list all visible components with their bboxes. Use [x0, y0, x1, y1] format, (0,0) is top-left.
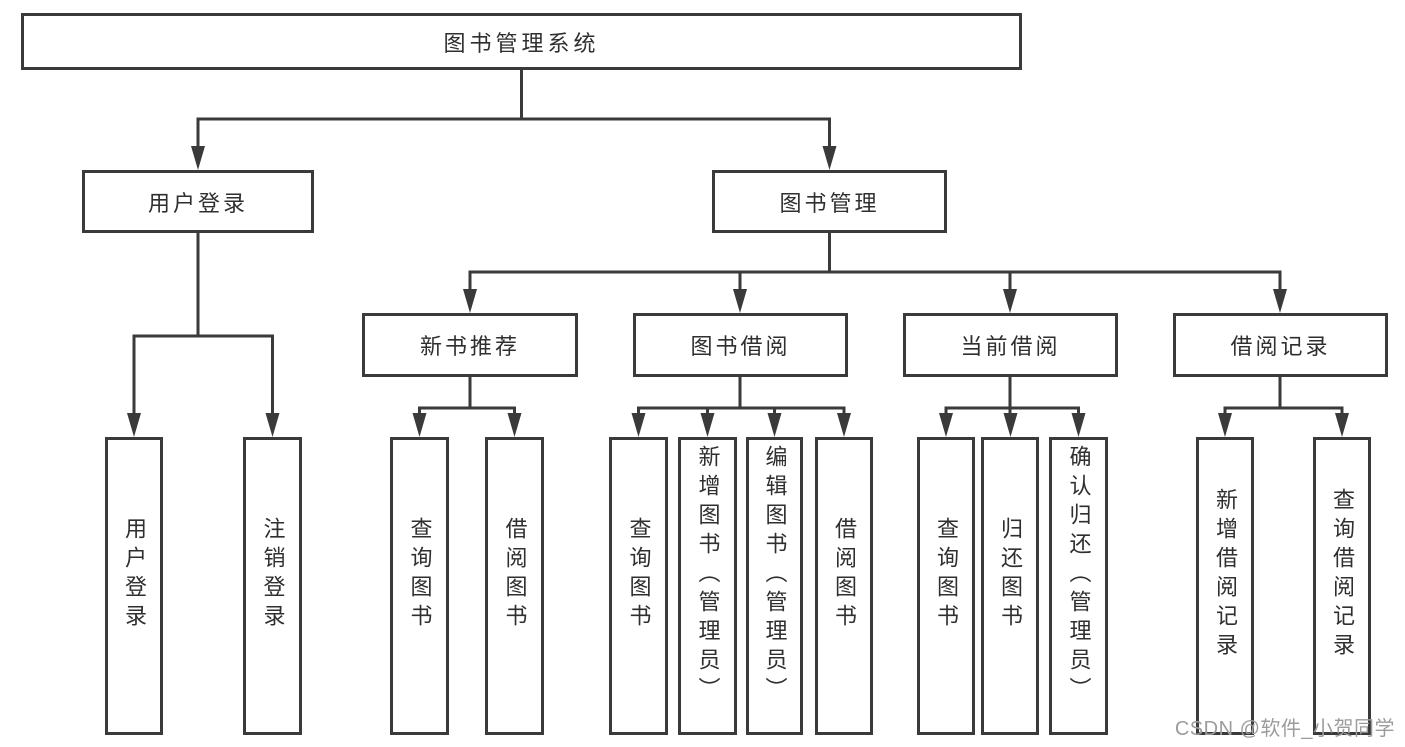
arrowheads	[127, 146, 1349, 437]
leaf-borrowing-add-label: 新增图书（管理员）	[695, 444, 721, 706]
node-book-borrowing: 图书借阅	[633, 313, 848, 377]
leaf-records-add-label: 新增借阅记录	[1213, 488, 1238, 662]
node-book-management-label: 图书管理	[779, 190, 880, 216]
node-borrowing-records: 借阅记录	[1173, 313, 1388, 377]
leaf-borrowing-query: 查询图书	[609, 437, 668, 735]
node-new-books-label: 新书推荐	[419, 334, 520, 359]
leaf-borrowing-edit-label: 编辑图书（管理员）	[762, 444, 788, 706]
node-root-label: 图书管理系统	[443, 30, 600, 56]
leaf-current-return-label: 归还图书	[998, 517, 1023, 633]
node-borrowing-records-label: 借阅记录	[1230, 334, 1331, 359]
leaf-borrowing-edit: 编辑图书（管理员）	[746, 437, 803, 735]
node-root: 图书管理系统	[21, 13, 1022, 70]
leaf-login-label: 用户登录	[122, 517, 147, 633]
leaf-logout-label: 注销登录	[260, 517, 286, 633]
node-current-borrowing: 当前借阅	[903, 313, 1118, 377]
leaf-current-return: 归还图书	[981, 437, 1039, 735]
leaf-current-query: 查询图书	[917, 437, 975, 735]
node-new-books: 新书推荐	[362, 313, 578, 377]
leaf-borrowing-borrow-label: 借阅图书	[832, 517, 857, 633]
leaf-current-confirm-label: 确认归还（管理员）	[1066, 444, 1092, 706]
node-user-login: 用户登录	[82, 170, 314, 233]
leaf-newbooks-borrow: 借阅图书	[485, 437, 544, 735]
leaf-borrowing-borrow: 借阅图书	[815, 437, 873, 735]
leaf-records-query: 查询借阅记录	[1313, 437, 1371, 735]
leaf-logout: 注销登录	[243, 437, 302, 735]
node-user-login-label: 用户登录	[147, 190, 248, 216]
leaf-records-query-label: 查询借阅记录	[1330, 488, 1355, 662]
leaf-current-confirm: 确认归还（管理员）	[1049, 437, 1108, 735]
leaf-records-add: 新增借阅记录	[1196, 437, 1254, 735]
node-current-borrowing-label: 当前借阅	[960, 334, 1061, 359]
watermark: CSDN @软件_小贺同学	[1174, 718, 1395, 740]
leaf-current-query-label: 查询图书	[934, 517, 959, 633]
leaf-newbooks-query: 查询图书	[390, 437, 449, 735]
leaf-login: 用户登录	[105, 437, 163, 735]
leaf-borrowing-add: 新增图书（管理员）	[678, 437, 737, 735]
node-book-borrowing-label: 图书借阅	[690, 334, 791, 359]
node-book-management: 图书管理	[712, 170, 947, 233]
leaf-newbooks-borrow-label: 借阅图书	[502, 517, 528, 633]
leaf-newbooks-query-label: 查询图书	[407, 517, 433, 633]
leaf-borrowing-query-label: 查询图书	[626, 517, 652, 633]
connector-paths	[132, 70, 1344, 415]
